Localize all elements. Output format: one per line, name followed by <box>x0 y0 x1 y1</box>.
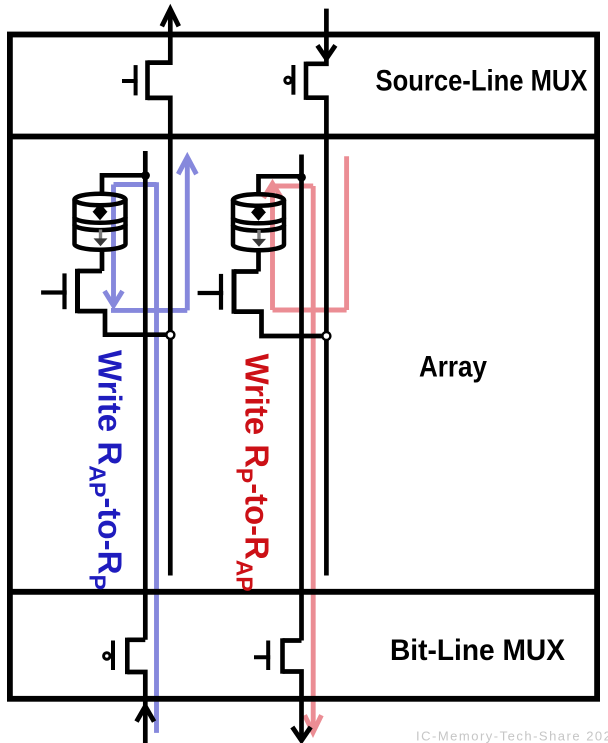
svg-text:IC-Memory-Tech-Share 2020: IC-Memory-Tech-Share 2020 <box>416 729 608 743</box>
svg-text:Write RP-to-RAP: Write RP-to-RAP <box>232 354 276 592</box>
svg-text:Write RAP-to-RP: Write RAP-to-RP <box>84 350 128 590</box>
svg-text:Source-Line MUX: Source-Line MUX <box>376 65 588 98</box>
svg-text:Bit-Line MUX: Bit-Line MUX <box>390 634 565 667</box>
svg-text:Array: Array <box>419 350 488 383</box>
